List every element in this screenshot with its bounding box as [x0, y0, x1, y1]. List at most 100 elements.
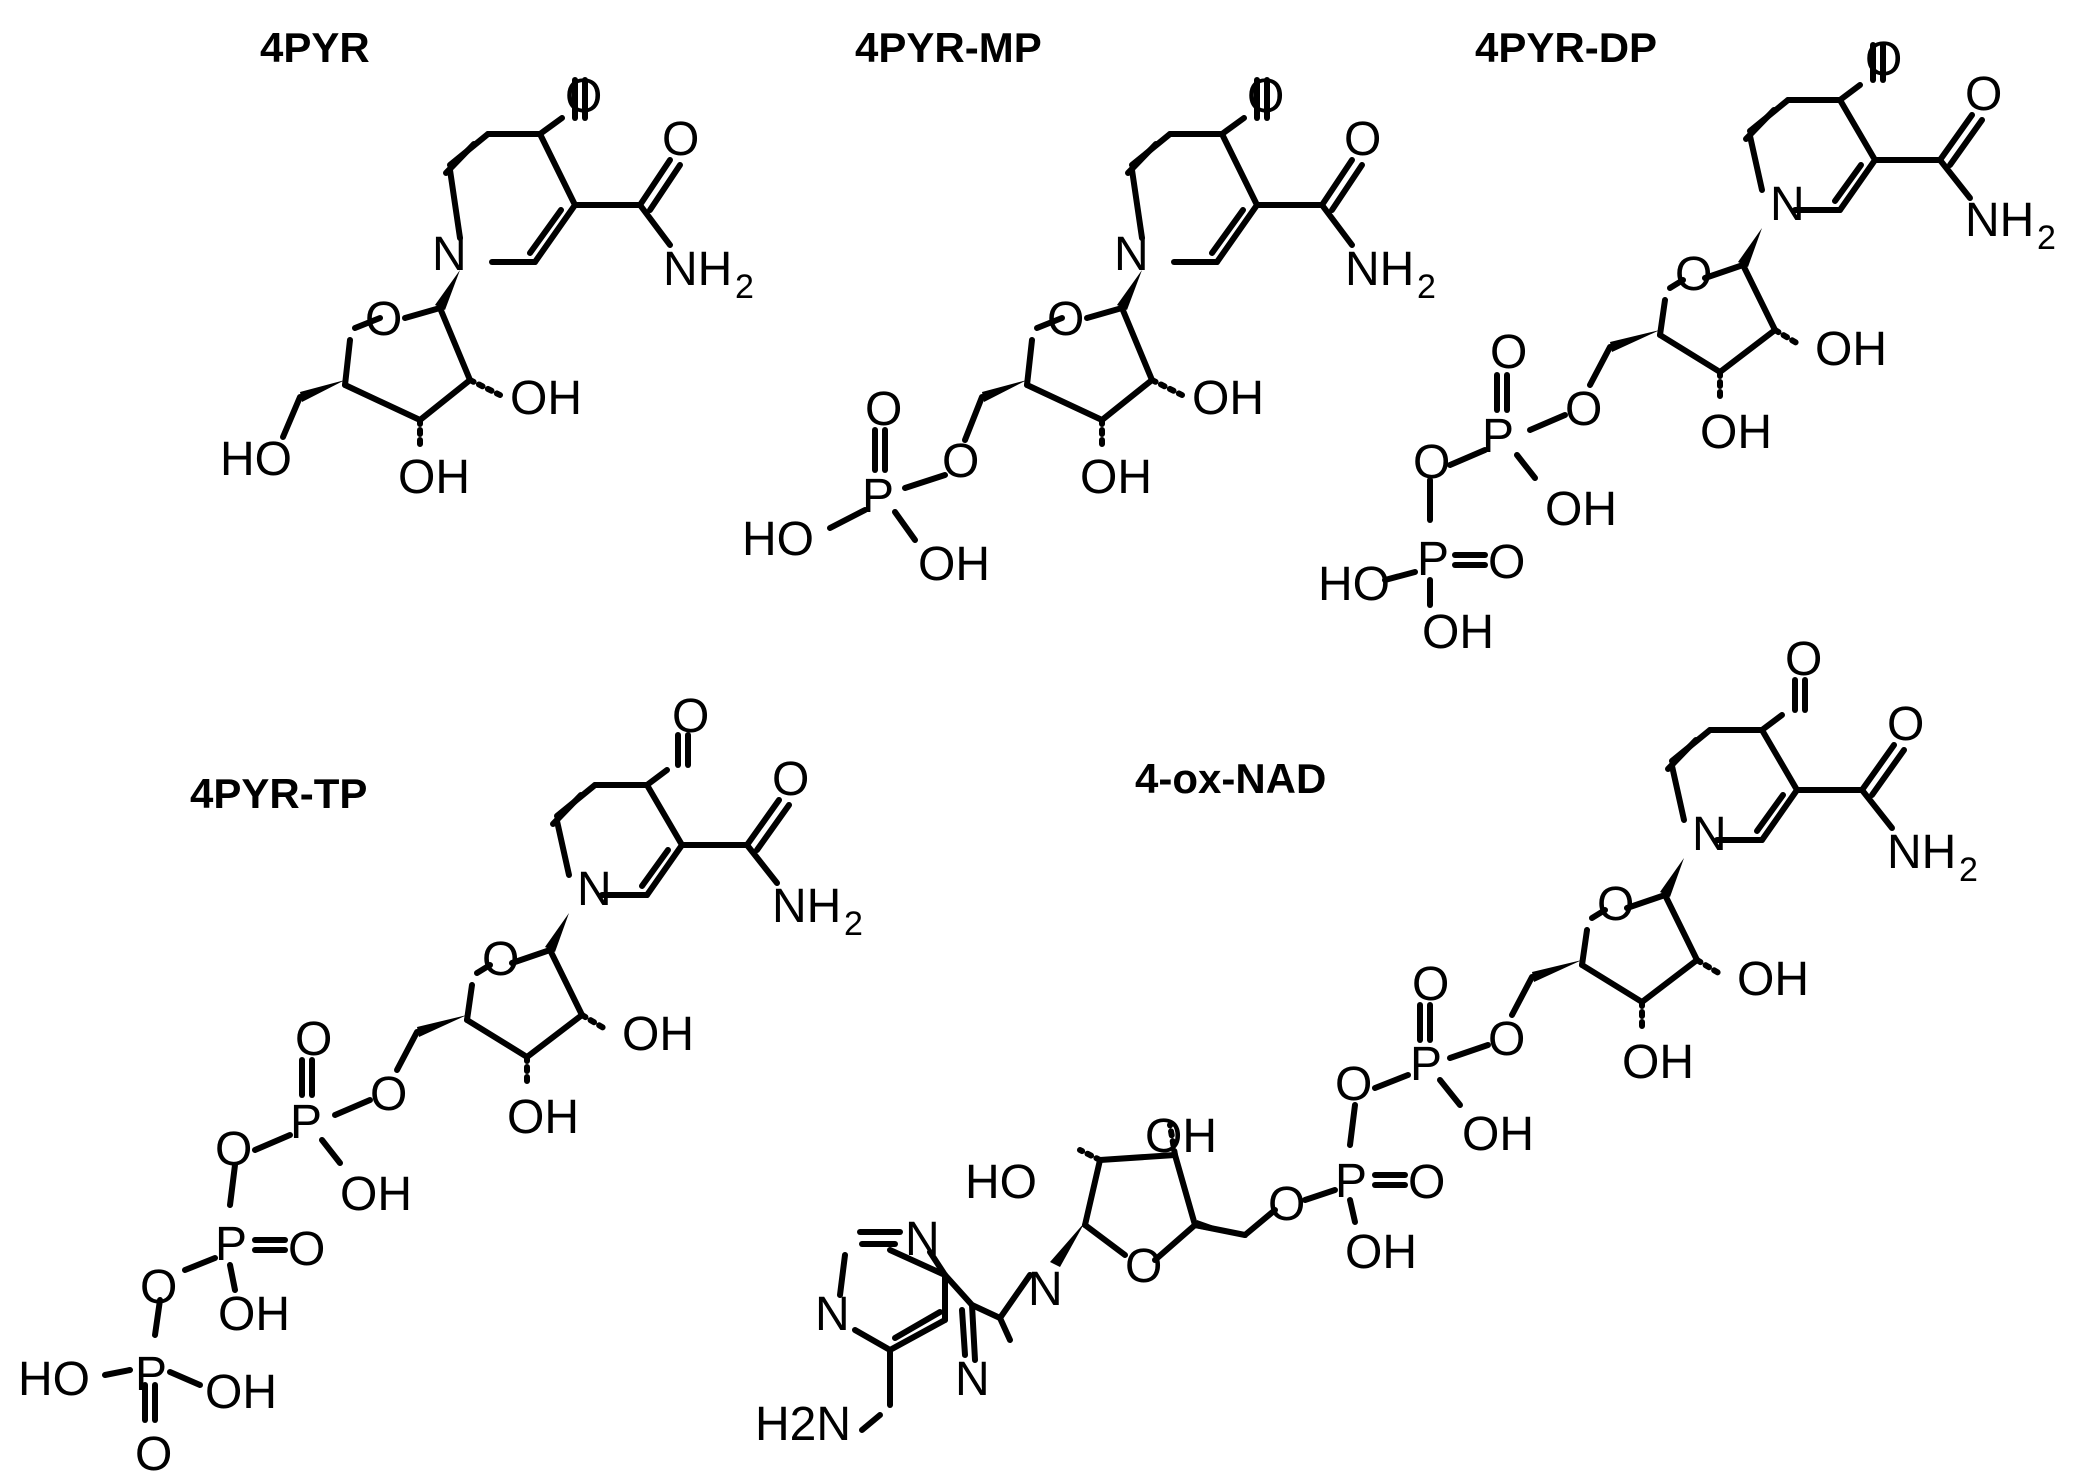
atom-subscript: 2 [735, 268, 754, 306]
bond [532, 202, 578, 265]
atom-n: N [1028, 1263, 1063, 1316]
bond [1837, 97, 1878, 163]
bond [447, 167, 463, 241]
bond [1759, 712, 1785, 733]
bond [827, 507, 868, 531]
atom-oh: OH [1815, 323, 1887, 376]
bond [227, 1262, 238, 1293]
atom-p: P [290, 1096, 322, 1149]
atom-n: N [432, 228, 467, 281]
bond [644, 842, 685, 898]
atom-n: N [905, 1213, 940, 1266]
bond [1382, 569, 1418, 583]
atom-o: O [1413, 436, 1450, 489]
title-4pyr: 4PYR [260, 24, 370, 71]
wedge-bond [435, 270, 460, 310]
bond [537, 131, 578, 208]
wedge-bond [300, 380, 345, 402]
bond [892, 1309, 943, 1341]
bond [1579, 927, 1590, 968]
wedge-bond [1738, 228, 1762, 267]
atom-o: O [1675, 248, 1712, 301]
atom-subscript: 2 [2037, 219, 2056, 257]
wedge-bond [982, 380, 1027, 402]
atom-ho: HO [18, 1353, 90, 1406]
atom-o: O [295, 1013, 332, 1066]
bond [509, 947, 553, 966]
bond [1947, 117, 1985, 168]
bond [959, 1307, 968, 1358]
atom-o: O [1965, 68, 2002, 121]
atom-o: O [672, 690, 709, 743]
bond [1717, 327, 1778, 375]
bond [1242, 1207, 1278, 1238]
atom-nh: NH [772, 880, 841, 933]
bond [417, 377, 473, 423]
bond [1077, 1147, 1103, 1163]
bond [969, 1302, 978, 1363]
bond [167, 1369, 203, 1388]
atom-oh: OH [1622, 1036, 1694, 1089]
wedge-bond [1660, 858, 1684, 897]
bond [1759, 727, 1800, 793]
atom-ho: HO [1318, 558, 1390, 611]
bond [1639, 957, 1700, 1005]
atom-o: O [1335, 1058, 1372, 1111]
atom-o: O [288, 1223, 325, 1276]
atom-oh: OH [1462, 1108, 1534, 1161]
bond [887, 1247, 948, 1278]
bond [1669, 763, 1687, 823]
bond [437, 305, 473, 383]
bond [1514, 452, 1538, 481]
bond [1837, 157, 1878, 213]
bond [997, 1315, 1013, 1343]
title-4pyr-tp: 4PYR-TP [190, 770, 367, 817]
atom-o: O [1865, 33, 1902, 86]
bond [1747, 133, 1765, 193]
wedge-bond [1610, 330, 1660, 352]
atom-oh: OH [510, 372, 582, 425]
molecule-4pyr-tp: O N O NH 2 O OH OH O O P OH O P O OH O P… [18, 690, 863, 1481]
atom-oh: OH [1737, 953, 1809, 1006]
bond [962, 394, 985, 443]
bond [744, 797, 782, 848]
bond [997, 1272, 1033, 1321]
atom-o: O [1412, 958, 1449, 1011]
bond [467, 377, 503, 398]
bond [1024, 337, 1035, 388]
bond [1099, 377, 1155, 423]
bond [1302, 1187, 1338, 1203]
atom-oh: OH [1192, 372, 1264, 425]
atom-o: O [365, 293, 402, 346]
bond [1082, 1157, 1103, 1228]
atom-oh: OH [1080, 451, 1152, 504]
atom-n: N [815, 1288, 850, 1341]
atom-oh: OH [1145, 1110, 1217, 1163]
atom-o: O [1597, 878, 1634, 931]
atom-o: O [1268, 1178, 1305, 1231]
bond [1372, 1072, 1411, 1091]
atom-subscript: 2 [1959, 851, 1978, 889]
atom-o: O [1047, 293, 1084, 346]
bond [182, 1255, 218, 1273]
atom-n: N [1770, 178, 1805, 231]
bond [579, 1012, 610, 1033]
bond [1447, 447, 1488, 468]
bond [394, 1029, 420, 1073]
atom-o: O [1785, 633, 1822, 686]
bond [859, 1412, 883, 1433]
atom-o: O [942, 435, 979, 488]
atom-o: O [1488, 536, 1525, 589]
atom-oh: OH [1700, 406, 1772, 459]
bond [837, 1252, 848, 1298]
atom-oh: OH [507, 1091, 579, 1144]
bond [1859, 787, 1895, 831]
bond [464, 982, 475, 1023]
wedge-bond [1050, 1222, 1085, 1267]
bond [1219, 131, 1260, 208]
bond [1624, 892, 1668, 911]
atom-ho: HO [742, 513, 814, 566]
bond [1214, 202, 1260, 265]
atom-o: O [135, 1428, 172, 1481]
